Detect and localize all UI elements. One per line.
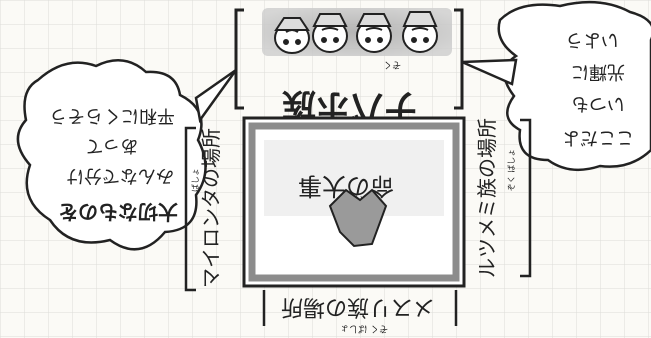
top-bracket-left bbox=[234, 8, 244, 110]
bubble-right-line-1: いよう bbox=[565, 29, 619, 50]
bubble-right-line-2: 光輝に bbox=[571, 61, 625, 82]
bottom-place-ruby: ぞく ばしょ bbox=[340, 323, 388, 334]
left-place-ruby: ばしょ bbox=[191, 168, 200, 192]
right-side-group: ルツメミ族の場所 ぞく ばしょ bbox=[475, 118, 532, 278]
speech-bubble-right: いよう 光輝に いつも ここだよ bbox=[461, 0, 651, 172]
bottom-place-label: メスリ族の場所 bbox=[281, 294, 435, 319]
character-3 bbox=[356, 13, 392, 53]
bottom-side-group: メスリ族の場所 ぞく ばしょ bbox=[262, 290, 458, 334]
right-place-label: ルツメミ族の場所 bbox=[475, 118, 499, 278]
bubble-right-line-3: いつも bbox=[571, 93, 625, 114]
character-4 bbox=[402, 11, 438, 53]
board-center-ruby: ぶら bbox=[351, 193, 369, 204]
bubble-right-line-4: ここだよ bbox=[562, 127, 634, 148]
board-arrow-mark bbox=[328, 188, 388, 248]
bubble-left-line-2: あって bbox=[85, 135, 138, 156]
speech-bubble-left: 平和にくらそう あって みんなで分け 大切なものを bbox=[16, 59, 238, 251]
character-1 bbox=[274, 17, 310, 54]
center-board: 命の大事 ぶら bbox=[242, 116, 466, 288]
left-place-label: マイロンタの場所 bbox=[199, 128, 223, 288]
top-tribe-ruby: ぞく bbox=[383, 59, 401, 70]
bubble-left-line-4: 大切なものを bbox=[58, 200, 178, 224]
bubble-left-line-1: 平和にくらそう bbox=[49, 105, 175, 126]
right-place-ruby: ぞく ばしょ bbox=[507, 149, 516, 192]
character-2 bbox=[312, 13, 348, 53]
top-bracket-right bbox=[454, 8, 464, 110]
bubble-left-line-3: みんなで分け bbox=[66, 165, 174, 186]
left-side-group: マイロンタの場所 ばしょ bbox=[184, 126, 223, 292]
